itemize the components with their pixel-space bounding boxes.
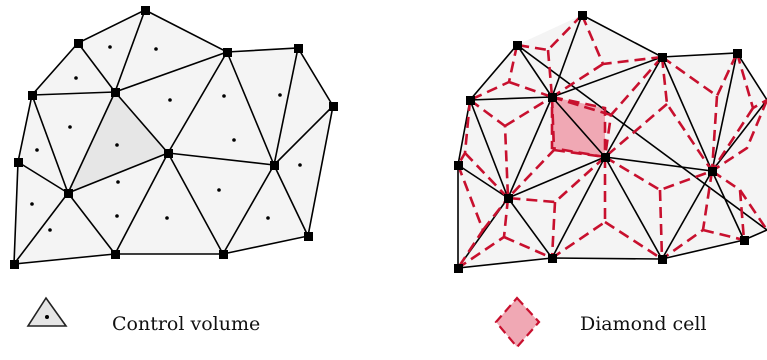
right-mesh-panel: [454, 11, 767, 273]
left-mesh-vertices: [10, 6, 338, 269]
diamond-cell-legend-icon: [494, 296, 541, 349]
left-mesh-edges: [13, 9, 334, 265]
diamond-cell-legend-label: Diamond cell: [580, 313, 707, 335]
control-volume-legend-icon: [26, 296, 68, 327]
control-volume-cell: [68, 92, 168, 193]
diamond-dashed-edges: [456, 14, 767, 270]
left-mesh-panel: [10, 6, 338, 269]
control-volume-legend-label: Control volume: [112, 313, 261, 335]
left-centroid-dots: [30, 45, 302, 232]
right-mesh-vertices: [454, 11, 749, 273]
